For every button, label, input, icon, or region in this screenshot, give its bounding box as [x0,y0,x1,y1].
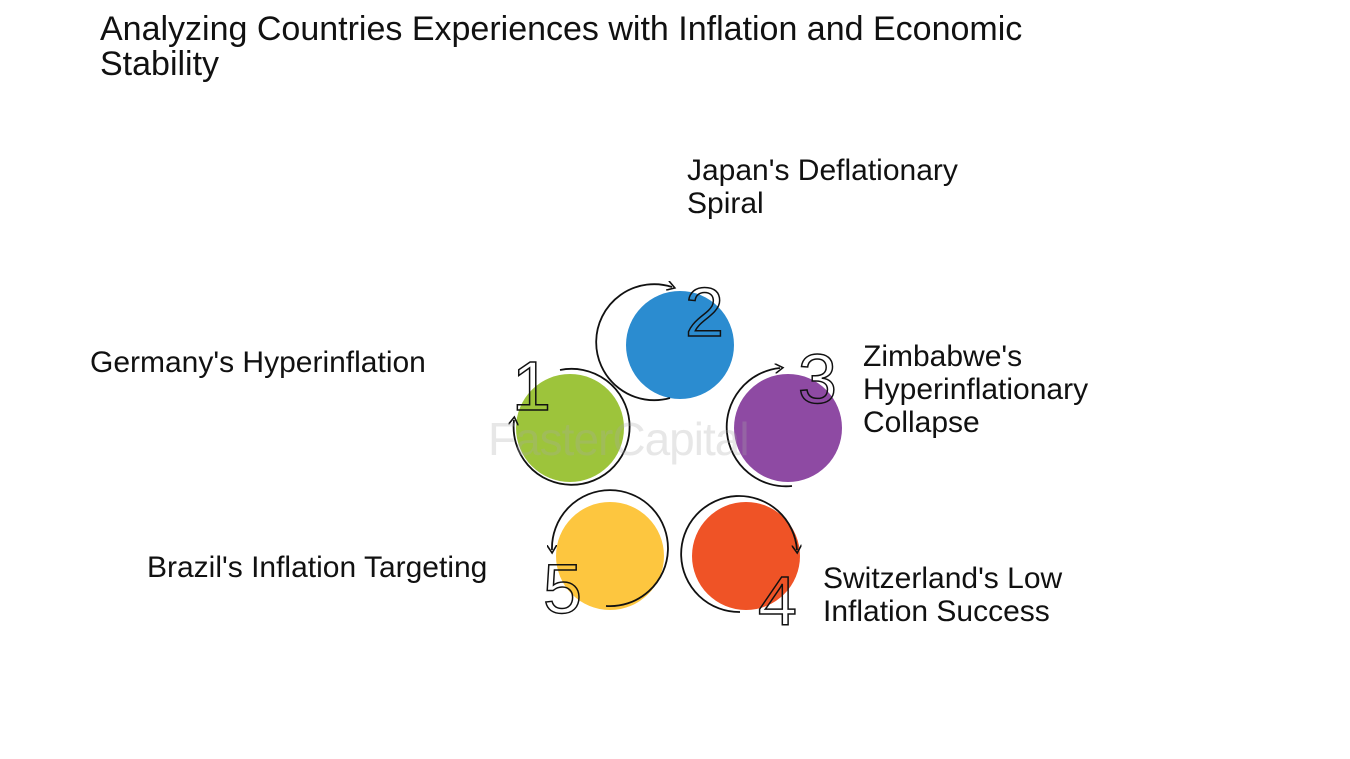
step-3-label: Zimbabwe's Hyperinflationary Collapse [863,340,1089,439]
step-1-number: 1 [512,347,551,425]
step-1-node: 1 [512,346,631,486]
step-2-arrow [595,284,672,402]
step-5-node: 5 [542,489,669,629]
diagram-title: Analyzing Countries Experiences with Inf… [100,10,1023,83]
step-2-circle [626,291,734,399]
step-5-arrow [552,489,669,607]
step-1-circle [516,374,624,482]
step-2-node: 2 [595,272,734,402]
step-1-arrow [514,367,631,486]
step-3-number: 3 [798,340,837,418]
step-3-arrow [725,368,793,488]
step-4-node: 4 [680,495,800,641]
step-2-number: 2 [685,273,724,351]
watermark-text: FasterCapital [488,413,750,465]
step-5-circle [556,502,664,610]
step-4-label: Switzerland's Low Inflation Success [823,562,1063,628]
step-5-label: Brazil's Inflation Targeting [147,551,488,584]
step-3-circle [734,374,842,482]
step-3-node: 3 [725,339,842,488]
step-1-label: Germany's Hyperinflation [90,346,426,379]
step-4-circle [692,502,800,610]
step-2-label: Japan's Deflationary Spiral [687,154,958,220]
step-4-number: 4 [758,562,797,640]
step-5-number: 5 [543,550,582,628]
step-4-arrow [680,495,797,613]
